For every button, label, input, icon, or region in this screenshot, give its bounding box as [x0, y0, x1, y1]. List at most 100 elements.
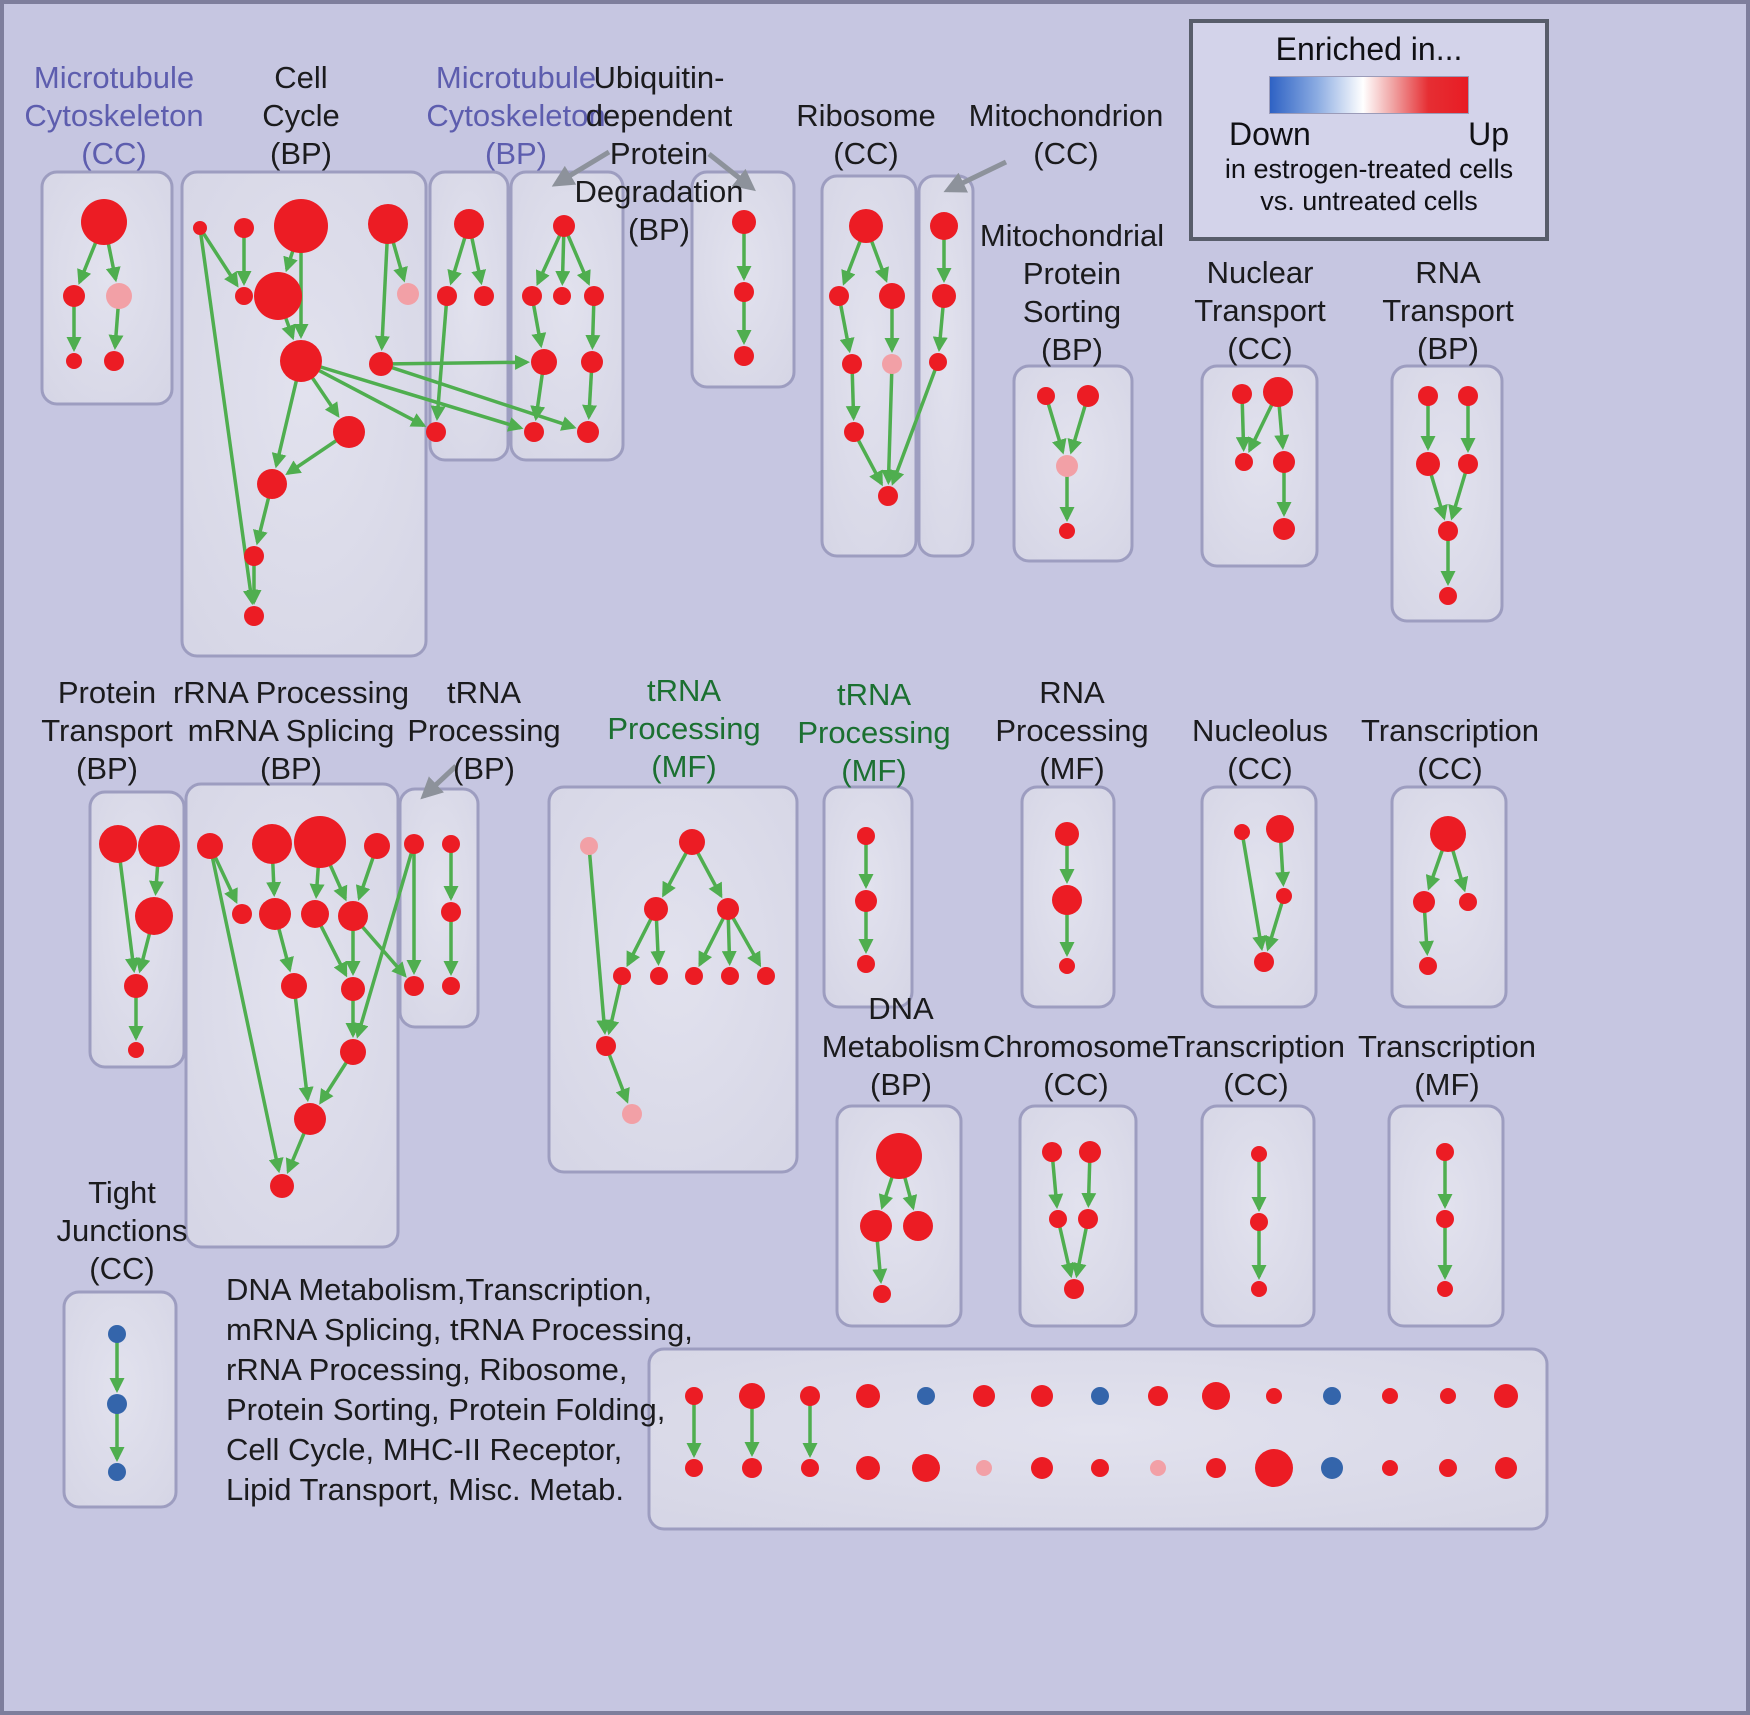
- go-node-XB7: [1031, 1457, 1053, 1479]
- go-node-N9: [757, 967, 775, 985]
- box-misc: [647, 1347, 1549, 1531]
- edge-B1-B13: [198, 227, 258, 606]
- go-node-L13: [270, 1174, 294, 1198]
- annotation-arrow: [551, 149, 611, 187]
- box-ubiquitin-1: [509, 170, 625, 462]
- go-node-L2: [252, 824, 292, 864]
- go-node-XB1: [685, 1459, 703, 1477]
- go-node-XB2: [742, 1458, 762, 1478]
- go-node-XB3: [801, 1459, 819, 1477]
- go-node-XB6: [976, 1460, 992, 1476]
- go-node-A2: [63, 285, 85, 307]
- edge-B9-D5: [380, 354, 531, 370]
- go-node-V3: [1437, 1281, 1453, 1297]
- go-node-Q2: [1266, 815, 1294, 843]
- go-node-B5: [235, 287, 253, 305]
- go-node-N4: [717, 898, 739, 920]
- go-node-XT1: [685, 1387, 703, 1405]
- go-node-M4: [404, 976, 424, 996]
- go-node-L9: [281, 973, 307, 999]
- go-node-C3: [474, 286, 494, 306]
- go-node-XT8: [1091, 1387, 1109, 1405]
- go-node-XT13: [1382, 1388, 1398, 1404]
- annotation-arrow: [943, 159, 1008, 193]
- go-node-L11: [340, 1039, 366, 1065]
- edge-F5-F7: [881, 363, 897, 486]
- go-node-A1: [81, 199, 127, 245]
- legend-subtitle-line1: in estrogen-treated cells: [1224, 154, 1514, 184]
- go-node-W2: [107, 1394, 127, 1414]
- go-node-XT15: [1494, 1384, 1518, 1408]
- edge-Q3-Q4: [1264, 895, 1286, 952]
- annotation-arrow: [420, 764, 458, 800]
- network-diagram: [40, 149, 1549, 1531]
- go-node-K5: [128, 1042, 144, 1058]
- go-node-XT12: [1323, 1387, 1341, 1405]
- go-node-T4: [1078, 1209, 1098, 1229]
- go-node-G2: [932, 284, 956, 308]
- go-node-XT3: [800, 1386, 820, 1406]
- go-node-F1: [849, 209, 883, 243]
- go-node-F3: [879, 283, 905, 309]
- go-node-XT10: [1202, 1382, 1230, 1410]
- go-node-F5: [882, 354, 902, 374]
- legend-subtitle-line2: vs. untreated cells: [1260, 186, 1478, 216]
- go-node-N2: [679, 829, 705, 855]
- go-node-XB13: [1382, 1460, 1398, 1476]
- go-node-U2: [1250, 1213, 1268, 1231]
- edge-N5-N10: [604, 975, 624, 1036]
- go-node-R4: [1419, 957, 1437, 975]
- go-node-R1: [1430, 816, 1466, 852]
- go-node-XB12: [1321, 1457, 1343, 1479]
- box-nuclear-transport: [1200, 364, 1319, 568]
- go-node-XT5: [917, 1387, 935, 1405]
- go-node-XB4: [856, 1456, 880, 1480]
- go-node-D2: [522, 286, 542, 306]
- go-node-XT9: [1148, 1386, 1168, 1406]
- go-node-B8: [280, 340, 322, 382]
- legend-title: Enriched in...: [1275, 31, 1463, 67]
- go-node-M5: [442, 977, 460, 995]
- go-node-XB5: [912, 1454, 940, 1482]
- go-node-L3: [294, 816, 346, 868]
- go-node-L1: [197, 833, 223, 859]
- go-node-XB10: [1206, 1458, 1226, 1478]
- go-node-E1: [732, 210, 756, 234]
- go-node-D8: [577, 421, 599, 443]
- go-node-M2: [442, 835, 460, 853]
- edge-T3-T5: [1056, 1218, 1076, 1279]
- go-node-K4: [124, 974, 148, 998]
- go-node-N3: [644, 897, 668, 921]
- edge-M1-L11: [353, 843, 416, 1039]
- go-node-L10: [341, 977, 365, 1001]
- go-node-F7: [878, 486, 898, 506]
- go-node-P2: [1052, 885, 1082, 915]
- go-node-K1: [99, 825, 137, 863]
- go-node-D5: [531, 349, 557, 375]
- edge-G3-F7: [890, 361, 940, 486]
- edge-Q1-Q4: [1240, 831, 1268, 952]
- go-node-C2: [437, 286, 457, 306]
- box-trna-mf-1: [547, 785, 799, 1174]
- go-node-T2: [1079, 1141, 1101, 1163]
- go-node-I5: [1273, 518, 1295, 540]
- go-node-S2: [860, 1210, 892, 1242]
- go-node-J5: [1438, 521, 1458, 541]
- go-node-XB11: [1255, 1449, 1293, 1487]
- go-node-H2: [1077, 385, 1099, 407]
- go-node-H3: [1056, 455, 1078, 477]
- go-node-D4: [584, 286, 604, 306]
- go-node-T5: [1064, 1279, 1084, 1299]
- go-node-N6: [650, 967, 668, 985]
- go-node-C4: [426, 422, 446, 442]
- go-node-B2: [234, 218, 254, 238]
- go-node-XT14: [1440, 1388, 1456, 1404]
- go-node-N5: [613, 967, 631, 985]
- go-node-G1: [930, 212, 958, 240]
- go-node-L4: [364, 833, 390, 859]
- go-node-K3: [135, 897, 173, 935]
- go-node-F2: [829, 286, 849, 306]
- go-node-E3: [734, 346, 754, 366]
- go-node-S1: [876, 1133, 922, 1179]
- go-node-N8: [721, 967, 739, 985]
